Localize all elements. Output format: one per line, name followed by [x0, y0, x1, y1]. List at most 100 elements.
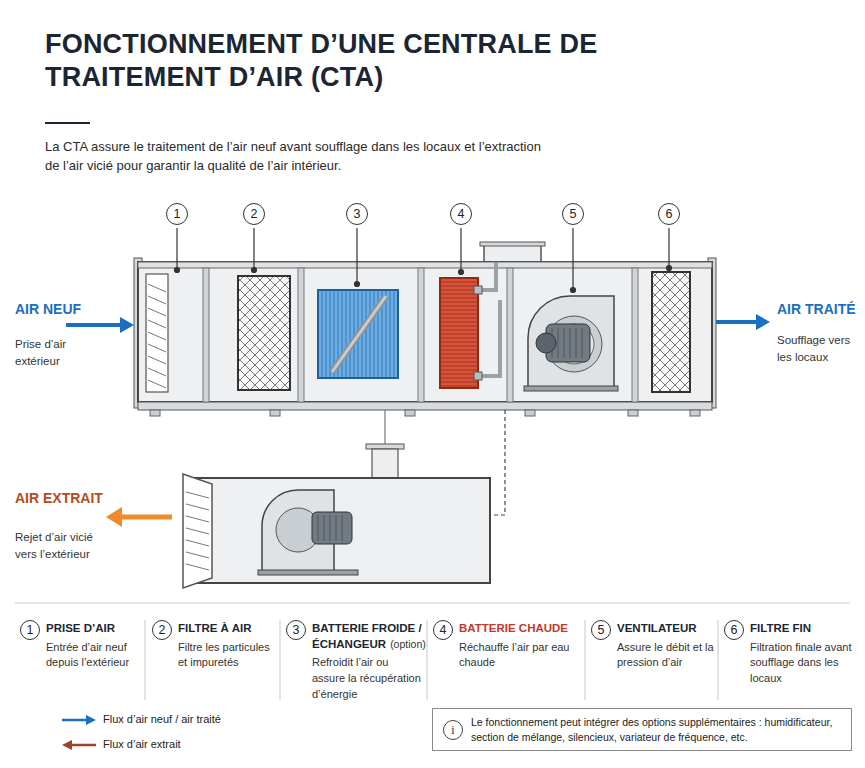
- callout-number: 5: [562, 203, 584, 225]
- node-text: 3: [293, 623, 300, 637]
- component-name: PRISE D’AIR: [46, 622, 115, 634]
- component-text: Refroidit l’air ou assure la récupératio…: [312, 655, 424, 703]
- extract-unit-part: [492, 410, 505, 515]
- note-text: Le fonctionnement peut intégrer des opti…: [433, 709, 851, 750]
- separators-part: [145, 620, 146, 700]
- air-arrows-part: [106, 507, 122, 527]
- supply-unit-part-part: [270, 410, 280, 416]
- component-description: BATTERIE FROIDE / ÉCHANGEUR(option)Refro…: [312, 621, 424, 703]
- supply-unit-part-part: [203, 268, 209, 402]
- legend-number: 4: [433, 620, 453, 640]
- caption: La CTA assure le traitement de l’air neu…: [45, 138, 545, 176]
- node-text: 1: [27, 623, 34, 637]
- extract-unit-part: [372, 449, 398, 479]
- heating-coil-part: [474, 372, 482, 380]
- supply-unit-part: [484, 244, 541, 262]
- supply-fan-part: [524, 386, 618, 391]
- supply-unit-part: [138, 402, 712, 410]
- component-heading: BATTERIE FROIDE / ÉCHANGEUR(option): [312, 621, 424, 652]
- callout-leaders-part: [571, 288, 576, 293]
- info-icon: i: [443, 720, 463, 740]
- callout-number: 2: [243, 203, 265, 225]
- extract-unit-part: [318, 515, 342, 541]
- component-text: Réchauffe l’air par eau chaude: [459, 640, 581, 672]
- component-description: FILTRE FINFiltration finale avant souffl…: [750, 621, 855, 687]
- supply-unit-part: [480, 242, 545, 246]
- component-name: FILTRE À AIR: [178, 622, 251, 634]
- callout-number: 4: [450, 203, 472, 225]
- callout-number: 1: [166, 203, 188, 225]
- supply-unit-part-part: [628, 410, 638, 416]
- component-name: VENTILATEUR: [617, 622, 697, 634]
- node-text: 4: [440, 623, 447, 637]
- legend-samples-part: [86, 715, 96, 725]
- extract-unit-part: [366, 444, 404, 449]
- flow-label: AIR EXTRAIT: [15, 490, 103, 506]
- extract-unit-part: [384, 410, 385, 446]
- separators: [15, 603, 850, 700]
- fine-filter: [652, 272, 690, 392]
- legend-number: 1: [20, 620, 40, 640]
- legend-number: 6: [724, 620, 744, 640]
- supply-unit-part-part: [150, 410, 160, 416]
- callout-leaders-part: [459, 270, 464, 275]
- legend-number: 3: [286, 620, 306, 640]
- cooling-coil-part: [332, 296, 386, 372]
- legend-number: 5: [591, 620, 611, 640]
- legend-text: Flux d’air extrait: [103, 738, 181, 750]
- supply-unit-part-part: [525, 410, 535, 416]
- node-text: 2: [251, 207, 258, 221]
- air-arrows-part: [66, 323, 122, 327]
- node-text: 5: [570, 207, 577, 221]
- legend-number: 2: [152, 620, 172, 640]
- component-description: FILTRE À AIRFiltre les particules et imp…: [178, 621, 276, 671]
- supply-unit-part-part: [418, 268, 424, 402]
- component-text: Assure le débit et la pression d’air: [617, 640, 715, 672]
- flow-label: AIR TRAITÉ: [777, 301, 856, 317]
- supply-unit-part-part: [507, 268, 513, 402]
- node-text: 6: [666, 207, 673, 221]
- air-arrows-part: [120, 317, 134, 333]
- separators-part: [427, 620, 428, 700]
- supply-unit-part-part: [405, 410, 415, 416]
- component-description: PRISE D’AIR Entrée d’air neuf depuis l’ex…: [46, 621, 141, 671]
- node-text: 5: [598, 623, 605, 637]
- title-rule-part: [45, 122, 90, 124]
- legend-samples-part: [62, 719, 88, 722]
- callout-leaders-part: [252, 268, 257, 273]
- legend-samples: [62, 715, 96, 750]
- air-arrows-part: [120, 515, 172, 520]
- supply-unit-part: [203, 268, 638, 402]
- component-text: Entrée d’air neuf depuis l’extérieur: [46, 640, 141, 672]
- legend-samples-part: [62, 740, 72, 750]
- flow-label: AIR NEUF: [15, 301, 81, 317]
- callout-leaders-part: [355, 282, 360, 287]
- node-text: 4: [458, 207, 465, 221]
- legend-text: Flux d’air neuf / air traité: [103, 713, 221, 725]
- extract-unit-part: [312, 512, 352, 544]
- component-description: VENTILATEUR Assure le débit et la pressio…: [617, 621, 715, 671]
- callout-leaders-part: [175, 268, 180, 273]
- callout-leaders-part: [667, 266, 672, 271]
- callout-leaders-part: [572, 228, 573, 290]
- title: FONCTIONNEMENT D’UNE CENTRALE DE TRAITEM…: [45, 28, 705, 94]
- component-heading: BATTERIE CHAUDE: [459, 621, 581, 637]
- title-rule: [45, 123, 90, 124]
- cooling-coil: [318, 290, 398, 378]
- flow-note: Prise d’air extérieur: [15, 336, 87, 369]
- intake-louver-part: [146, 274, 168, 392]
- component-name: FILTRE FIN: [750, 622, 811, 634]
- supply-fan: [524, 296, 618, 391]
- extract-unit: [183, 410, 505, 588]
- component-heading: FILTRE FIN: [750, 621, 855, 637]
- supply-fan-part: [536, 333, 556, 353]
- supply-unit-part: [150, 410, 700, 416]
- callout-leaders: [175, 228, 672, 293]
- air-arrows-part: [716, 320, 758, 324]
- intake-louver: [146, 274, 168, 392]
- air-arrows-part: [756, 314, 770, 330]
- component-description: BATTERIE CHAUDE Réchauffe l’air par eau c…: [459, 621, 581, 671]
- callout-number: 3: [346, 203, 368, 225]
